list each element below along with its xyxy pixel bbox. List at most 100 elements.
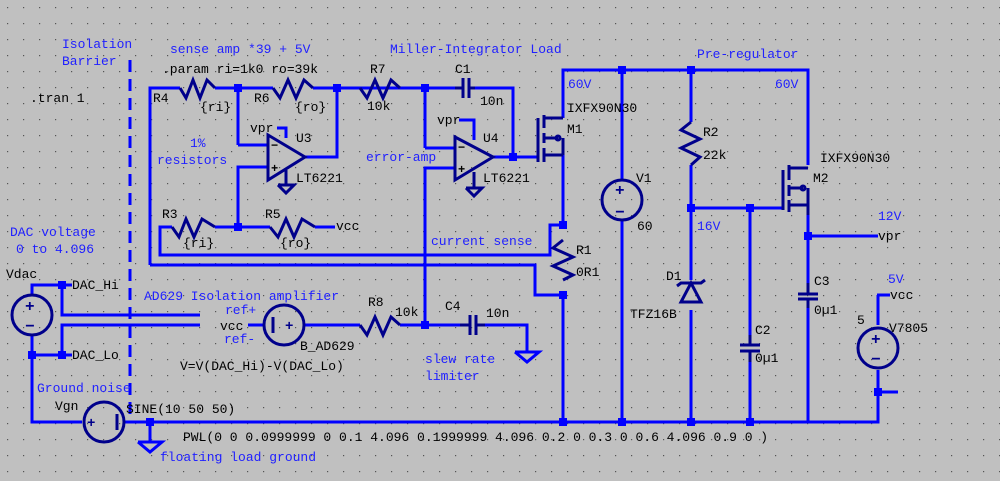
sense-amp-label: sense amp *39 + 5V bbox=[170, 42, 311, 57]
limiter-label: limiter bbox=[425, 369, 480, 384]
b-ad629-value: V=V(DAC_Hi)-V(DAC_Lo) bbox=[180, 359, 344, 374]
m1-value: IXFX90N30 bbox=[567, 101, 637, 116]
svg-text:+: + bbox=[871, 331, 881, 349]
d1-value: TFZ16B bbox=[630, 307, 677, 322]
u4-name: U4 bbox=[483, 131, 499, 146]
c1-name: C1 bbox=[455, 62, 471, 77]
svg-text:+: + bbox=[458, 163, 465, 177]
capacitor-c2[interactable] bbox=[740, 335, 760, 362]
c3-name: C3 bbox=[814, 274, 830, 289]
one-percent-label: 1% bbox=[190, 136, 206, 151]
voltage-60v-label-b: 60V bbox=[775, 77, 799, 92]
resistors-label: resistors bbox=[157, 153, 227, 168]
resistor-r5[interactable] bbox=[268, 215, 316, 241]
mosfet-m1[interactable] bbox=[536, 115, 565, 162]
ground-c4 bbox=[514, 350, 544, 364]
resistor-r3[interactable] bbox=[170, 215, 216, 241]
r2-name: R2 bbox=[703, 125, 719, 140]
pre-regulator-label: Pre-regulator bbox=[697, 47, 798, 62]
voltage-source-v7805[interactable]: + − bbox=[856, 326, 900, 370]
svg-text:−: − bbox=[25, 318, 35, 336]
capacitor-c3[interactable] bbox=[798, 283, 818, 308]
comments: Isolation Barrier sense amp *39 + 5V Mil… bbox=[10, 37, 904, 465]
miller-integrator-label: Miller-Integrator Load bbox=[390, 42, 562, 57]
ref-minus-label: ref- bbox=[224, 332, 255, 347]
net-dac-hi: DAC_Hi bbox=[72, 278, 119, 293]
net-vcc-reg: vcc bbox=[890, 288, 913, 303]
junction-nodes bbox=[28, 66, 882, 426]
component-labels: R4 {ri} R6 {ro} R7 10k C1 10n U3 LT6221 … bbox=[6, 62, 928, 445]
capacitor-c1[interactable] bbox=[455, 78, 475, 98]
net-vcc-b: vcc bbox=[220, 319, 243, 334]
voltage-12v-label: 12V bbox=[878, 209, 902, 224]
opamp-u4[interactable]: − + bbox=[453, 134, 497, 199]
voltage-source-v1[interactable]: + − bbox=[600, 178, 644, 222]
net-vpr-u4: vpr bbox=[437, 113, 460, 128]
m1-name: M1 bbox=[567, 122, 583, 137]
mosfet-m2[interactable] bbox=[781, 165, 810, 215]
dac-range-label: 0 to 4.096 bbox=[16, 242, 94, 257]
vgn-value: SINE(10 50 50) bbox=[126, 402, 235, 417]
opamp-u3[interactable]: − + bbox=[266, 132, 308, 196]
r7-name: R7 bbox=[370, 62, 386, 77]
r1-value: 0R1 bbox=[576, 265, 600, 280]
net-vcc-r5: vcc bbox=[336, 219, 359, 234]
svg-text:+: + bbox=[25, 298, 35, 316]
svg-text:−: − bbox=[615, 204, 625, 222]
svg-text:+: + bbox=[615, 182, 625, 200]
v7805-value: 5 bbox=[857, 313, 865, 328]
voltage-source-vgn[interactable]: + bbox=[82, 400, 126, 444]
zener-diode-d1[interactable] bbox=[676, 278, 706, 304]
r8-name: R8 bbox=[368, 295, 384, 310]
r4-value: {ri} bbox=[200, 100, 231, 115]
tran-directive[interactable]: .tran 1 bbox=[30, 91, 85, 106]
ad629-title-label: AD629 Isolation amplifier bbox=[144, 289, 339, 304]
param-directive[interactable]: .param ri=1k0 ro=39k bbox=[162, 62, 318, 77]
net-dac-lo: DAC_Lo bbox=[72, 348, 119, 363]
net-vpr-u3: vpr bbox=[250, 121, 273, 136]
voltage-source-vdac[interactable]: + − bbox=[10, 293, 54, 337]
svg-text:−: − bbox=[871, 351, 881, 369]
net-labels: vpr vpr vpr vcc vcc vcc DAC_Hi DAC_Lo bbox=[72, 113, 913, 363]
current-sense-label: current sense bbox=[431, 234, 532, 249]
resistor-r8[interactable] bbox=[358, 313, 401, 339]
r5-value: {ro} bbox=[280, 236, 311, 251]
v1-name: V1 bbox=[636, 171, 652, 186]
svg-text:−: − bbox=[271, 139, 278, 153]
behavioral-source-b-ad629[interactable]: + bbox=[262, 303, 306, 347]
m2-value: IXFX90N30 bbox=[820, 151, 890, 166]
u3-value: LT6221 bbox=[296, 171, 343, 186]
r3-value: {ri} bbox=[183, 236, 214, 251]
r2-value: 22k bbox=[703, 148, 727, 163]
ground-floating bbox=[137, 440, 167, 454]
c4-name: C4 bbox=[445, 299, 461, 314]
slew-rate-label: slew rate bbox=[425, 352, 495, 367]
r3-name: R3 bbox=[162, 207, 178, 222]
svg-text:+: + bbox=[285, 319, 293, 335]
voltage-5v-label: 5V bbox=[888, 272, 904, 287]
capacitor-c4[interactable] bbox=[460, 315, 485, 335]
u4-value: LT6221 bbox=[483, 171, 530, 186]
resistor-r2[interactable] bbox=[677, 120, 704, 167]
barrier-label: Barrier bbox=[62, 54, 117, 69]
v7805-name: V7805 bbox=[889, 321, 928, 336]
c1-value: 10n bbox=[480, 94, 503, 109]
resistor-r7[interactable] bbox=[358, 76, 401, 102]
directives: .param ri=1k0 ro=39k .tran 1 bbox=[30, 62, 318, 106]
r4-name: R4 bbox=[153, 91, 169, 106]
net-vpr-out: vpr bbox=[878, 229, 901, 244]
r5-name: R5 bbox=[265, 207, 281, 222]
r6-value: {ro} bbox=[295, 100, 326, 115]
r8-value: 10k bbox=[395, 305, 419, 320]
b-ad629-name: B_AD629 bbox=[300, 339, 355, 354]
c2-value: 0µ1 bbox=[755, 351, 779, 366]
resistor-r1[interactable] bbox=[549, 238, 577, 282]
r1-name: R1 bbox=[576, 243, 592, 258]
resistor-r6[interactable] bbox=[271, 76, 314, 102]
vgn-name: Vgn bbox=[55, 399, 78, 414]
voltage-60v-label-a: 60V bbox=[568, 77, 592, 92]
svg-text:−: − bbox=[458, 141, 465, 155]
resistor-r4[interactable] bbox=[178, 75, 217, 103]
